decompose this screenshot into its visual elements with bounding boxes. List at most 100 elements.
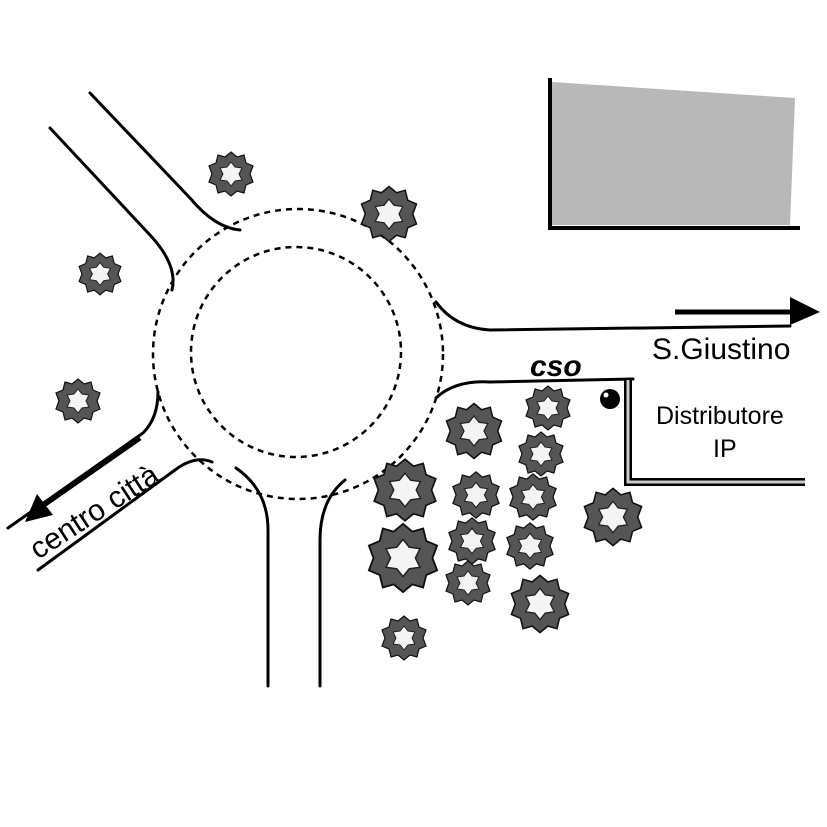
grass-tuft [119, 88, 137, 96]
grass-tuft [119, 368, 137, 376]
grass-tuft [605, 284, 623, 292]
grass-tuft [515, 312, 533, 320]
grass-tuft [19, 88, 29, 96]
grass-tuft [281, 172, 299, 180]
grass-tuft [695, 648, 713, 656]
grass-tuft [191, 32, 209, 40]
grass-tuft [497, 452, 515, 460]
grass-tuft [155, 648, 173, 656]
grass-tuft [101, 172, 119, 180]
grass-tuft [83, 648, 101, 656]
grass-tuft [767, 88, 785, 96]
grass-tuft [299, 32, 317, 40]
grass-tuft [317, 116, 335, 124]
grass-tuft [605, 452, 623, 460]
grass-tuft [389, 676, 407, 684]
grass-tuft [65, 564, 83, 572]
grass-tuft [695, 368, 713, 376]
grass-tuft [623, 592, 641, 600]
grass-tuft [83, 32, 101, 40]
grass-tuft [479, 312, 497, 320]
grass-tuft [245, 60, 263, 68]
grass-tuft [533, 60, 551, 68]
grass-tuft [335, 200, 353, 208]
grass-tuft [353, 116, 371, 124]
station-access-road-fill [626, 380, 805, 484]
grass-tuft [19, 144, 29, 152]
grass-tuft [19, 648, 29, 656]
grass-tuft [659, 592, 677, 600]
tree [583, 487, 643, 547]
grass-tuft [749, 676, 767, 684]
grass-tuft [785, 564, 801, 572]
grass-tuft [304, 374, 322, 382]
grass-tuft [119, 424, 137, 432]
grass-tuft [533, 284, 551, 292]
grass-tuft [461, 676, 479, 684]
grass-tuft [358, 346, 376, 354]
grass-tuft [749, 284, 767, 292]
grass-tuft [371, 32, 389, 40]
grass-tuft [19, 32, 29, 40]
grass-tuft [263, 88, 281, 96]
grass-tuft [47, 32, 65, 40]
grass-tuft [641, 620, 659, 628]
grass-tuft [101, 60, 119, 68]
grass-tuft [623, 648, 641, 656]
grass-tuft [713, 620, 731, 628]
grass-tuft [623, 368, 641, 376]
grass-tuft [227, 32, 245, 40]
label-distributore: Distributore [656, 402, 784, 430]
grass-tuft [569, 676, 587, 684]
grass-tuft [479, 200, 497, 208]
grass-tuft [65, 340, 83, 348]
grass-tuft [461, 60, 479, 68]
tree [78, 252, 122, 296]
grass-tuft [101, 676, 119, 684]
grass-tuft [47, 424, 65, 432]
grass-tuft [785, 284, 801, 292]
grass-tuft [335, 144, 353, 152]
grass-tuft [353, 172, 371, 180]
grass-tuft [268, 374, 286, 382]
grass-tuft [605, 340, 623, 348]
grass-tuft [659, 648, 677, 656]
grass-tuft [155, 536, 173, 544]
roundabout-outer-ring [151, 207, 445, 501]
tree [445, 402, 503, 460]
grass-tuft [641, 284, 659, 292]
grass-tuft [137, 564, 155, 572]
grass-tuft [767, 256, 785, 264]
grass-tuft [659, 312, 677, 320]
grass-tuft [371, 648, 389, 656]
station-access-road [624, 380, 805, 486]
grass-tuft [209, 564, 227, 572]
grass-tuft [425, 452, 443, 460]
grass-tuft [155, 144, 173, 152]
grass-tuft [65, 60, 83, 68]
grass-tuft [749, 508, 767, 516]
road-east-lower-edge [434, 377, 635, 400]
grass-tuft [47, 312, 65, 320]
grass-tuft [19, 312, 29, 320]
grass-tuft [461, 284, 479, 292]
grass-tuft [29, 60, 47, 68]
grass-tuft [443, 200, 461, 208]
grass-tuft [767, 32, 785, 40]
grass-tuft [137, 284, 155, 292]
grass-tuft [83, 200, 101, 208]
grass-tuft [119, 592, 137, 600]
grass-tuft [322, 346, 340, 354]
grass-tuft [371, 88, 389, 96]
grass-tuft [214, 290, 232, 298]
grass-tuft [479, 144, 497, 152]
grass-tuft [196, 318, 214, 326]
grass-tuft [29, 340, 47, 348]
grass-tuft [173, 172, 191, 180]
grass-tuft [19, 480, 29, 488]
grass-tuft [497, 228, 515, 236]
grass-tuft [677, 60, 695, 68]
grass-tuft [83, 592, 101, 600]
grass-tuft [389, 60, 407, 68]
